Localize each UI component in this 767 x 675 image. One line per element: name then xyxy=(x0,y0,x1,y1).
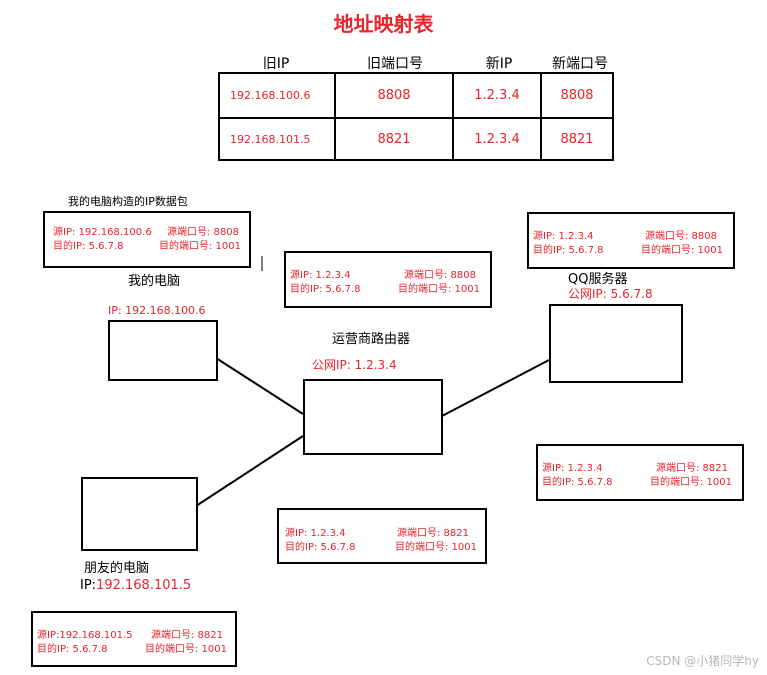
packet-src-ip: 源IP: 1.2.3.4 xyxy=(533,231,594,242)
packet-dst-port: 目的端口号: 1001 xyxy=(159,241,241,252)
header-new-ip: 新IP xyxy=(485,56,513,72)
my-pc-packet-caption: 我的电脑构造的IP数据包 xyxy=(68,195,188,208)
packet-dst-ip: 目的IP: 5.6.7.8 xyxy=(290,284,361,295)
packet-dst-ip: 目的IP: 5.6.7.8 xyxy=(285,542,356,553)
qq-packet-in-1: 源IP: 1.2.3.4 源端口号: 8808 目的IP: 5.6.7.8 目的… xyxy=(527,212,735,269)
friend-pc-label: 朋友的电脑 xyxy=(84,561,150,576)
packet-src-port: 源端口号: 8808 xyxy=(645,231,717,242)
watermark: CSDN @小猪同学hy xyxy=(646,654,759,668)
packet-dst-port: 目的端口号: 1001 xyxy=(395,542,477,553)
packet-dst-ip: 目的IP: 5.6.7.8 xyxy=(542,477,613,488)
qq-server-device xyxy=(549,304,683,383)
my-pc-ip: IP: 192.168.100.6 xyxy=(108,304,206,317)
packet-src-port: 源端口号: 8821 xyxy=(656,463,728,474)
packet-src-ip: 源IP: 1.2.3.4 xyxy=(285,528,346,539)
packet-dst-ip: 目的IP: 5.6.7.8 xyxy=(53,241,124,252)
mapping-table: 192.168.100.6 8808 1.2.3.4 8808 192.168.… xyxy=(218,72,614,161)
link-router-qq xyxy=(441,359,550,417)
router-label: 运营商路由器 xyxy=(332,332,411,347)
packet-src-ip: 源IP: 1.2.3.4 xyxy=(542,463,603,474)
table-row: 192.168.100.6 8808 1.2.3.4 8808 xyxy=(218,72,614,119)
packet-dst-port: 目的端口号: 1001 xyxy=(398,284,480,295)
packet-src-port: 源端口号: 8821 xyxy=(397,528,469,539)
packet-src-port: 源端口号: 8808 xyxy=(167,227,239,238)
my-pc-packet: 源IP: 192.168.100.6 源端口号: 8808 目的IP: 5.6.… xyxy=(43,211,251,268)
my-pc-label: 我的电脑 xyxy=(128,274,181,289)
table-cell: 192.168.100.6 xyxy=(218,72,336,119)
router-ip: 公网IP: 1.2.3.4 xyxy=(312,358,397,372)
my-pc-device xyxy=(108,320,218,381)
table-cell: 1.2.3.4 xyxy=(452,117,542,161)
diagram-title: 地址映射表 xyxy=(333,12,434,36)
packet-src-port: 源端口号: 8821 xyxy=(151,630,223,641)
qq-server-ip: 公网IP: 5.6.7.8 xyxy=(568,287,653,301)
packet-dst-port: 目的端口号: 1001 xyxy=(641,245,723,256)
table-cell: 1.2.3.4 xyxy=(452,72,542,119)
table-cell: 8821 xyxy=(540,117,614,161)
friend-pc-ip: IP:192.168.101.5 xyxy=(80,578,191,593)
header-old-port: 旧端口号 xyxy=(367,56,423,72)
packet-dst-port: 目的端口号: 1001 xyxy=(145,644,227,655)
friend-pc-device xyxy=(81,477,198,551)
packet-dst-ip: 目的IP: 5.6.7.8 xyxy=(37,644,108,655)
qq-packet-in-2: 源IP: 1.2.3.4 源端口号: 8821 目的IP: 5.6.7.8 目的… xyxy=(536,444,744,501)
packet-src-ip: 源IP: 1.2.3.4 xyxy=(290,270,351,281)
table-cell: 192.168.101.5 xyxy=(218,117,336,161)
packet-src-port: 源端口号: 8808 xyxy=(404,270,476,281)
table-cell: 8808 xyxy=(540,72,614,119)
packet-dst-port: 目的端口号: 1001 xyxy=(650,477,732,488)
router-packet-out-2: 源IP: 1.2.3.4 源端口号: 8821 目的IP: 5.6.7.8 目的… xyxy=(277,508,487,564)
header-new-port: 新端口号 xyxy=(552,56,608,72)
friend-pc-packet: 源IP:192.168.101.5 源端口号: 8821 目的IP: 5.6.7… xyxy=(31,611,237,667)
friend-pc-ip-prefix: IP: xyxy=(80,578,97,593)
header-old-ip: 旧IP xyxy=(262,56,290,72)
router-device xyxy=(303,379,443,455)
packet-src-ip: 源IP:192.168.101.5 xyxy=(37,630,133,641)
table-row: 192.168.101.5 8821 1.2.3.4 8821 xyxy=(218,117,614,161)
qq-server-label: QQ服务器 xyxy=(568,272,628,287)
packet-dst-ip: 目的IP: 5.6.7.8 xyxy=(533,245,604,256)
link-mypc-router xyxy=(215,357,304,415)
router-packet-out-1: 源IP: 1.2.3.4 源端口号: 8808 目的IP: 5.6.7.8 目的… xyxy=(284,251,492,308)
link-friend-router xyxy=(195,435,304,507)
friend-pc-ip-value: 192.168.101.5 xyxy=(96,578,192,593)
table-cell: 8808 xyxy=(334,72,454,119)
table-cell: 8821 xyxy=(334,117,454,161)
packet-src-ip: 源IP: 192.168.100.6 xyxy=(53,227,152,238)
